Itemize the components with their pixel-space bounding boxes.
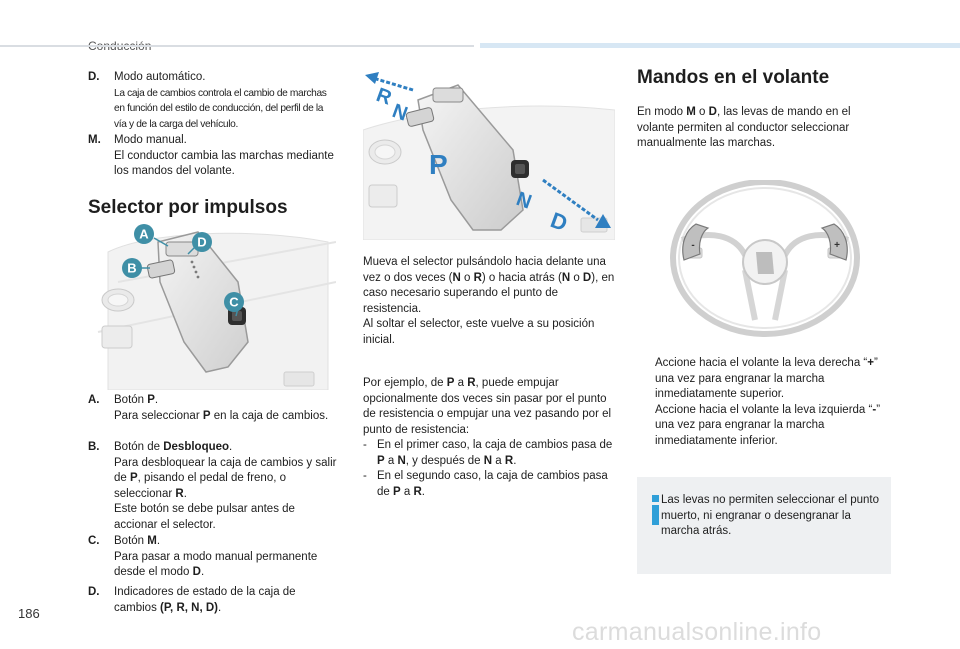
steering-wheel-illustration: - + bbox=[670, 180, 860, 337]
header-rule bbox=[0, 45, 474, 47]
dash-item-2: - En el segundo caso, la caja de cambios… bbox=[363, 470, 608, 498]
svg-text:P: P bbox=[429, 149, 448, 180]
info-icon bbox=[652, 495, 659, 525]
bullet-upshift: Accione hacia el volante la leva derecha… bbox=[637, 356, 883, 403]
page-number: 186 bbox=[18, 606, 40, 621]
paddle-plus-icon: + bbox=[820, 223, 848, 261]
steering-controls-heading: Mandos en el volante bbox=[637, 67, 830, 88]
svg-text:D: D bbox=[197, 235, 206, 250]
label-b-marker: B bbox=[122, 258, 142, 278]
middle-para-2: Al soltar el selector, este vuelve a su … bbox=[363, 318, 595, 346]
right-bullets: Accione hacia el volante la leva derecha… bbox=[637, 356, 883, 449]
mode-m-definition: M. Modo manual. El conductor cambia las … bbox=[88, 134, 334, 177]
dash-item-1: - En el primer caso, la caja de cambios … bbox=[363, 439, 613, 467]
svg-text:+: + bbox=[834, 240, 840, 251]
svg-text:C: C bbox=[229, 295, 239, 310]
header-accent-bar bbox=[480, 43, 960, 48]
svg-text:R: R bbox=[373, 84, 395, 110]
middle-para-1: Mueva el selector pulsándolo hacia delan… bbox=[363, 256, 615, 315]
mode-d-definition: D. Modo automático. La caja de cambios c… bbox=[88, 71, 327, 130]
selector-movement-illustration: R N P N D bbox=[363, 72, 615, 240]
watermark: carmanualsonline.info bbox=[572, 618, 822, 646]
item-b: B. Botón de Desbloqueo. Para desbloquear… bbox=[88, 441, 337, 531]
selector-heading: Selector por impulsos bbox=[88, 197, 288, 218]
pulse-selector-illustration: A D B C bbox=[88, 222, 336, 390]
svg-text:N: N bbox=[513, 188, 534, 214]
item-d: D. Indicadores de estado de la caja de c… bbox=[88, 586, 296, 614]
check-bullet-icon bbox=[637, 403, 655, 450]
svg-text:B: B bbox=[127, 261, 136, 276]
svg-text:A: A bbox=[139, 227, 149, 242]
middle-para-3: Por ejemplo, de P a R, puede empujar opc… bbox=[363, 376, 615, 500]
item-c: C. Botón M. Para pasar a modo manual per… bbox=[88, 535, 318, 578]
label-a-marker: A bbox=[134, 224, 154, 244]
info-note: Las levas no permiten seleccionar el pun… bbox=[637, 477, 891, 574]
item-a: A. Botón P. Para seleccionar P en la caj… bbox=[88, 394, 329, 422]
bullet-downshift: Accione hacia el volante la leva izquier… bbox=[637, 403, 883, 450]
svg-text:-: - bbox=[691, 240, 694, 251]
check-bullet-icon bbox=[637, 356, 655, 403]
right-intro: En modo M o D, las levas de mando en el … bbox=[637, 106, 851, 149]
svg-text:N: N bbox=[389, 100, 410, 126]
paddle-minus-icon: - bbox=[682, 223, 710, 261]
label-d-marker: D bbox=[192, 232, 212, 252]
label-c-marker: C bbox=[224, 292, 244, 312]
